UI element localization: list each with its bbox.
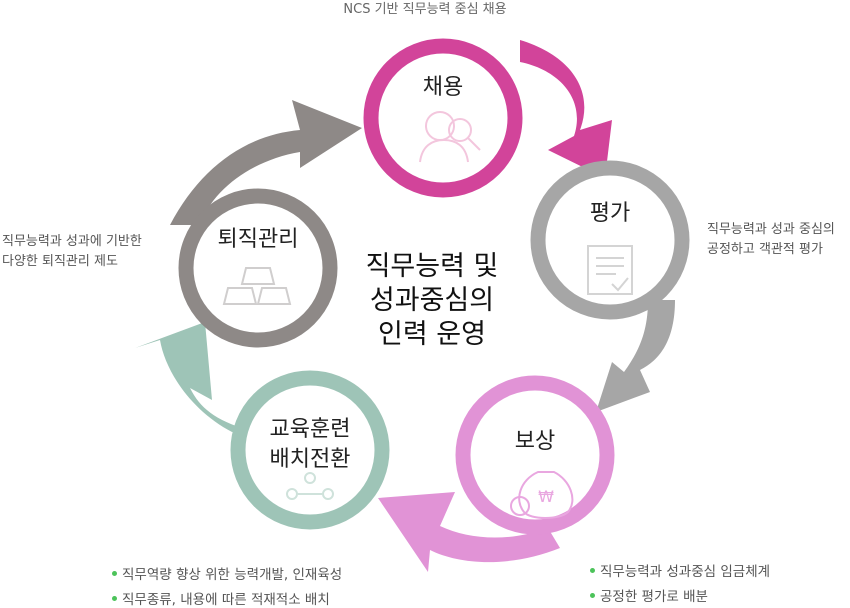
bullet-text: 직무종류, 내용에 따른 적재적소 배치 <box>122 592 330 608</box>
description-retire-line2: 다양한 퇴직관리 제도 <box>2 254 118 269</box>
node-training: 교육훈련 배치전환 <box>230 370 390 530</box>
bullet-dot-icon <box>590 568 595 573</box>
people-network-icon <box>286 472 334 500</box>
node-retire-title: 퇴직관리 <box>218 227 299 252</box>
bullet-dot-icon <box>590 593 595 598</box>
bullet-text: 직무역량 향상 위한 능력개발, 인재육성 <box>122 567 343 583</box>
list-item: 공정한 평가로 배분 <box>590 585 770 608</box>
center-line-1: 직무능력 및 <box>366 251 499 282</box>
list-item: 직무종류, 내용에 따른 적재적소 배치 <box>112 588 342 608</box>
description-evaluate-line1: 직무능력과 성과 중심의 <box>707 222 835 237</box>
arrow-layer <box>135 40 675 572</box>
description-evaluate: 직무능력과 성과 중심의 공정하고 객관적 평가 <box>707 220 835 260</box>
bullet-dot-icon <box>112 596 117 601</box>
arrow-retire-to-recruit <box>170 100 362 225</box>
arrow-evaluate-to-reward <box>596 300 675 412</box>
bullet-list-training: 직무역량 향상 위한 능력개발, 인재육성 직무종류, 내용에 따른 적재적소 … <box>112 563 342 608</box>
description-retire-line1: 직무능력과 성과에 기반한 <box>2 234 142 249</box>
arrow-recruit-to-evaluate <box>520 40 612 178</box>
bullet-dot-icon <box>112 571 117 576</box>
node-recruit: 채용 <box>363 38 523 198</box>
node-reward-title: 보상 <box>515 429 555 454</box>
bullet-list-reward: 직무능력과 성과중심 임금체계 공정한 평가로 배분 <box>590 560 770 608</box>
node-evaluate: 평가 <box>530 160 690 320</box>
node-recruit-title: 채용 <box>423 75 463 100</box>
clipboard-icon <box>587 245 633 295</box>
bullet-text: 공정한 평가로 배분 <box>600 589 708 605</box>
money-bag-icon: ₩ <box>510 471 574 519</box>
list-item: 직무역량 향상 위한 능력개발, 인재육성 <box>112 563 342 588</box>
bullet-text: 직무능력과 성과중심 임금체계 <box>600 564 771 580</box>
description-evaluate-line2: 공정하고 객관적 평가 <box>707 242 823 257</box>
description-recruit: NCS 기반 직무능력 중심 채용 <box>343 2 507 17</box>
node-training-title-line1: 교육훈련 <box>270 417 351 442</box>
center-line-3: 인력 운영 <box>378 319 486 350</box>
node-training-title-line2: 배치전환 <box>270 447 351 472</box>
node-evaluate-title: 평가 <box>590 201 630 226</box>
arrow-training-to-retire <box>135 322 248 432</box>
magnifier-person-icon <box>419 111 481 163</box>
node-retire: 퇴직관리 <box>178 188 338 348</box>
center-line-2: 성과중심의 <box>370 285 494 316</box>
gold-bars-icon <box>222 267 292 305</box>
description-retire: 직무능력과 성과에 기반한 다양한 퇴직관리 제도 <box>2 232 142 272</box>
currency-symbol: ₩ <box>538 487 554 506</box>
arrow-reward-to-training <box>378 492 560 572</box>
node-reward: 보상 ₩ <box>455 375 615 535</box>
list-item: 직무능력과 성과중심 임금체계 <box>590 560 770 585</box>
